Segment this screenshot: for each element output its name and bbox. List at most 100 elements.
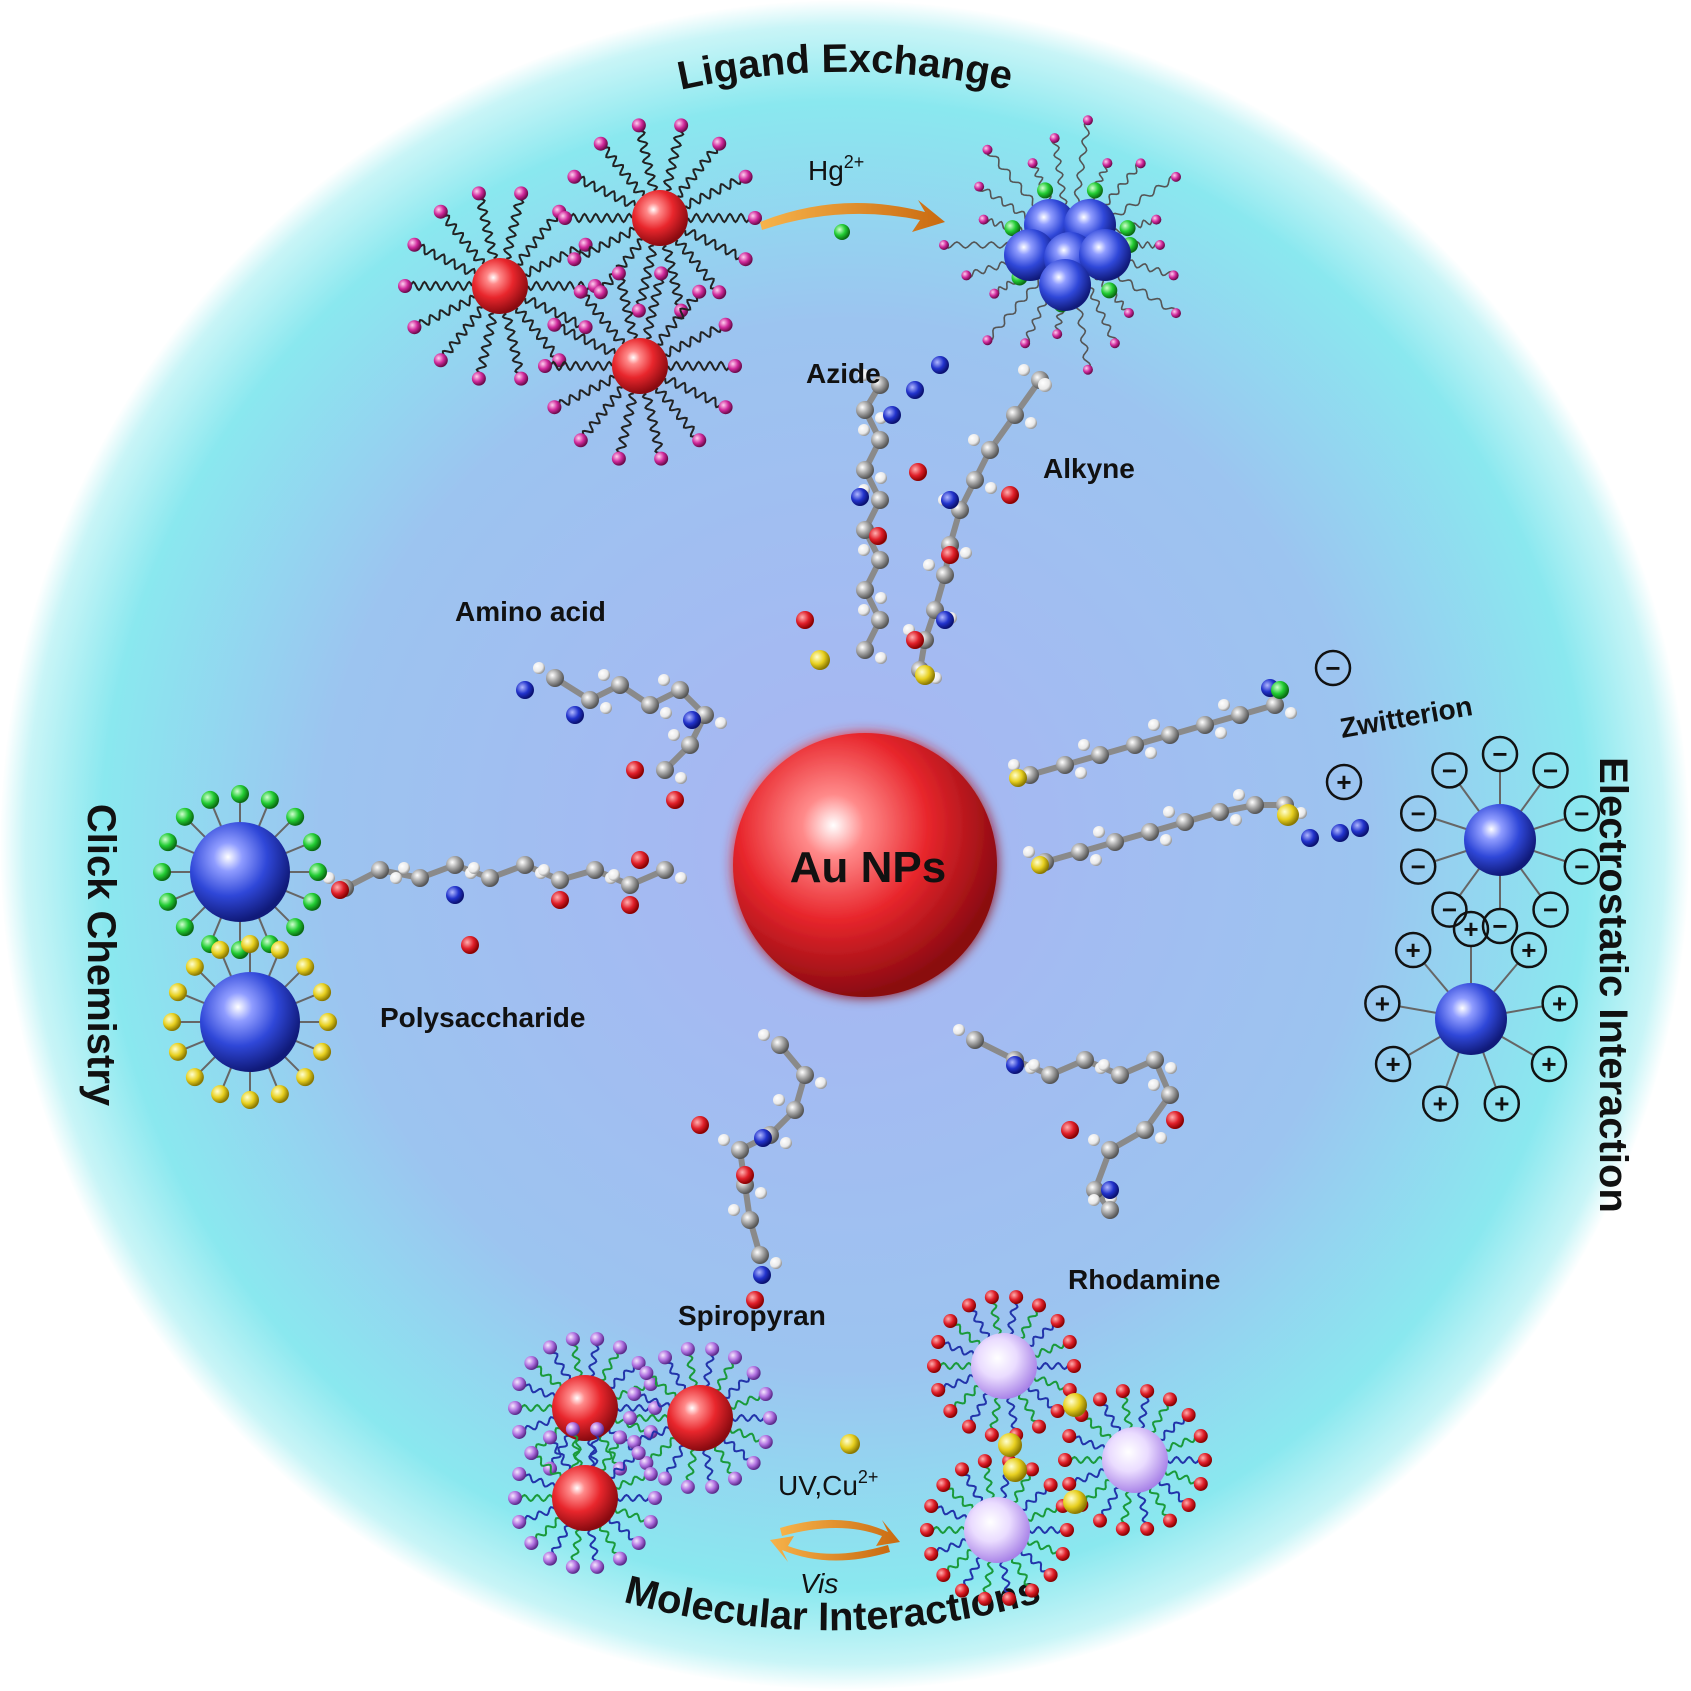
atom [1032,1298,1046,1313]
atom [398,862,410,874]
atom [786,1101,804,1119]
atom [1181,1497,1196,1512]
atom [538,864,550,876]
atom [552,353,567,368]
atom [1168,270,1179,281]
atom [631,851,649,869]
ligand-chain [553,323,616,355]
atom [586,861,604,879]
atom [1018,364,1030,376]
atom [512,1424,527,1439]
atom [1020,338,1031,349]
atom [260,790,279,809]
atom [858,604,870,616]
atom [211,940,230,959]
ligand-chain [661,244,686,312]
atom [201,790,220,809]
charge-circle [1399,795,1437,832]
atom [705,1479,720,1494]
atom [1093,1513,1107,1528]
atom [1160,834,1172,846]
atom [1146,1051,1164,1069]
atom [512,1467,527,1482]
atom [931,1335,946,1350]
atom [331,881,349,899]
ligand-chain [517,210,560,266]
atom [962,1419,976,1434]
atom [851,488,869,506]
atom [566,706,584,724]
atom [712,285,727,300]
atom [1062,1476,1077,1491]
atom [1123,308,1134,319]
ligand-chain [614,272,639,340]
purple-fuzzy-nanoparticle [1102,1427,1168,1493]
atom [738,169,753,184]
atom [758,1029,770,1041]
atom [977,1591,992,1606]
atom [953,1024,965,1036]
charge-sign: − [1543,755,1558,785]
atom [869,527,887,545]
atom [593,136,608,151]
atom [621,896,639,914]
atom [533,662,545,674]
atom [906,631,924,649]
ligand-chain [634,124,659,192]
atom [961,270,972,281]
charge-sign: + [1375,988,1390,1018]
charge-sign: − [1574,852,1589,882]
atom [1148,1079,1160,1091]
atom [943,1403,958,1418]
charge-sign: − [1442,755,1457,785]
charge-sign: + [1541,1049,1556,1079]
atom [1001,486,1019,504]
atom [728,1471,742,1486]
atom [567,252,582,267]
atom [600,702,612,714]
atom [543,1340,557,1355]
ligand-chain [502,192,525,260]
atom [547,400,562,415]
atom [671,681,689,699]
atom [1101,1201,1119,1219]
atom [871,551,889,569]
atom [796,1066,814,1084]
atom [955,1462,969,1477]
spiropyran-label: Spiropyran [678,1300,826,1331]
atom [1141,823,1159,841]
hg-ion [834,224,850,240]
atom [755,1187,767,1199]
spiropyran-molecule [691,1029,827,1309]
atom [1043,1567,1058,1582]
purple-fuzzy-nanoparticle [971,1333,1037,1399]
atom [856,641,874,659]
atom [1135,158,1146,169]
atom [1062,1335,1077,1350]
atom [1102,158,1113,169]
atom [731,1141,749,1159]
molecular-interaction-nps [508,1290,1212,1606]
atom [718,317,733,332]
atom [936,611,954,629]
atom [1082,115,1093,126]
atom [613,1340,627,1355]
charge-circle [1399,848,1437,885]
svg-text:+: + [1336,767,1351,797]
zwitterion-molecule [1008,679,1369,874]
atom [763,1411,777,1425]
red-fuzzy-nanoparticle [552,1465,618,1531]
charge-sign: + [1433,1089,1448,1119]
atom [1101,1141,1119,1159]
charge-circle [1421,1085,1459,1122]
charge-sign: − [1492,911,1507,941]
atom [728,1204,740,1216]
atom [508,1491,522,1505]
atom [303,833,322,852]
ligand-chain [641,392,666,460]
atom [546,669,564,687]
atom [398,279,412,293]
atom [573,433,588,448]
atom [1231,706,1249,724]
charge-circle [1563,795,1601,832]
